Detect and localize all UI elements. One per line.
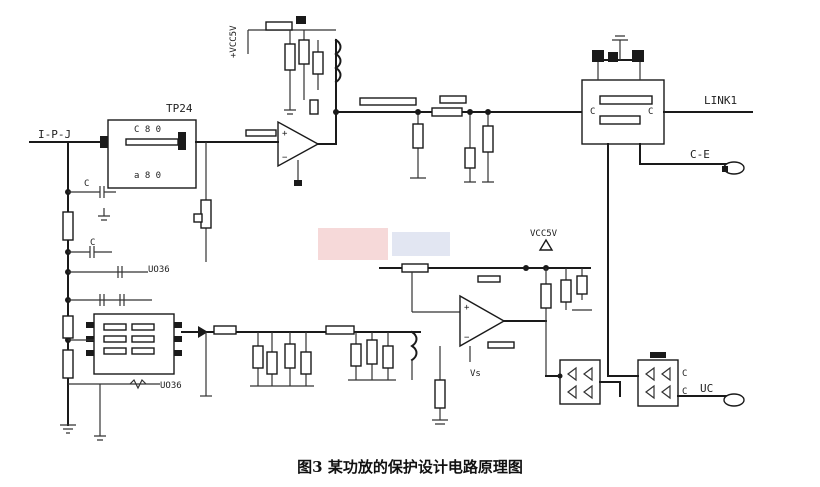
svg-text:C: C bbox=[648, 107, 653, 117]
link1-label: LINK1 bbox=[704, 94, 737, 107]
opamp-bottom-triangle bbox=[459, 294, 506, 348]
svg-text:C: C bbox=[84, 179, 89, 189]
ic-uo36-body bbox=[93, 313, 175, 375]
ic-uo36: UO36 UO36 bbox=[68, 265, 182, 441]
svg-text:C: C bbox=[590, 107, 595, 117]
opamp-top: + − bbox=[245, 39, 337, 186]
ce-label: C-E bbox=[690, 148, 710, 161]
vcc-mid-label: VCC5V bbox=[530, 229, 558, 239]
svg-text:C 8 0: C 8 0 bbox=[134, 125, 161, 135]
top-supply-network: +VCC5V bbox=[229, 16, 342, 115]
svg-text:C: C bbox=[682, 387, 687, 397]
watermark-block-red bbox=[318, 228, 388, 260]
opamp-top-triangle bbox=[277, 120, 320, 168]
link1-connector: C C LINK1 C-E bbox=[581, 35, 753, 377]
top-output-chain bbox=[333, 95, 583, 183]
input-stage: I-P-J C C bbox=[29, 128, 116, 434]
bridge-rectifier-right: UC C C bbox=[607, 352, 745, 407]
watermark-block-blue bbox=[392, 232, 450, 256]
ic-tp24-label: TP24 bbox=[166, 102, 193, 115]
svg-text:−: − bbox=[282, 153, 288, 163]
svg-text:−: − bbox=[464, 333, 470, 343]
svg-text:Vs: Vs bbox=[470, 369, 481, 379]
uc-label: UC bbox=[700, 382, 713, 395]
ic-uo36-label: UO36 bbox=[148, 265, 170, 275]
ic-tp24: TP24 C 8 0 a 8 0 bbox=[100, 102, 247, 262]
svg-text:C: C bbox=[682, 369, 687, 379]
lower-signal-chain bbox=[181, 325, 421, 397]
bridge-rectifier-left bbox=[545, 359, 621, 405]
vcc-top-label: +VCC5V bbox=[229, 25, 239, 58]
figure-caption: 图3 某功放的保护设计电路原理图 bbox=[297, 458, 523, 476]
ic-tp24-body bbox=[107, 119, 197, 189]
svg-text:+: + bbox=[282, 129, 288, 139]
svg-text:a 8 0: a 8 0 bbox=[134, 171, 161, 181]
link1-body bbox=[581, 79, 665, 145]
svg-text:C: C bbox=[90, 238, 95, 248]
svg-text:+: + bbox=[464, 303, 470, 313]
opamp-bottom: VCC5V + − Vs bbox=[379, 229, 592, 425]
svg-text:UO36: UO36 bbox=[160, 381, 182, 391]
input-label: I-P-J bbox=[38, 128, 71, 141]
